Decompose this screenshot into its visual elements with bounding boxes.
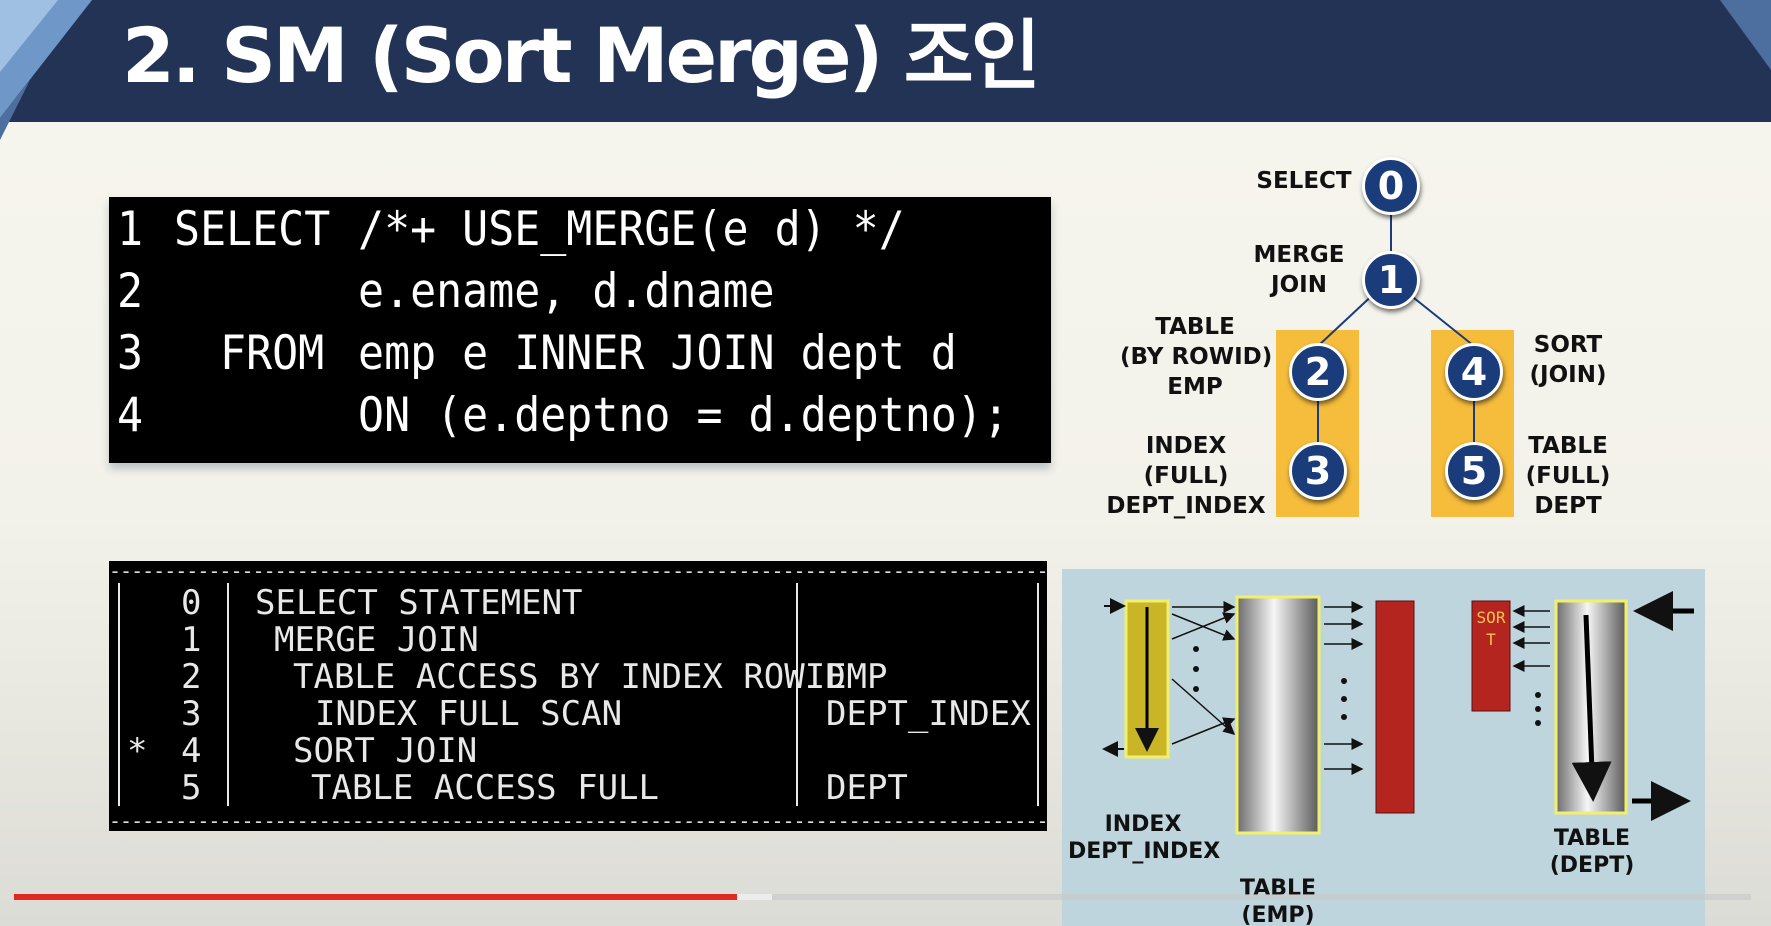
plan-row: * 4 SORT JOIN — [109, 733, 1047, 770]
plan-operation: SORT JOIN — [293, 733, 477, 770]
tree-node-2: 2 — [1289, 343, 1347, 401]
tree-node-0: 0 — [1362, 157, 1420, 215]
tree-label-5: TABLE (FULL) DEPT — [1518, 431, 1618, 521]
tree-node-3: 3 — [1289, 442, 1347, 500]
line-number: 1 — [117, 202, 143, 257]
plan-row: 2 TABLE ACCESS BY INDEX ROWID EMP — [109, 659, 1047, 696]
plan-operation: TABLE ACCESS BY INDEX ROWID — [293, 659, 846, 696]
plan-object-name: DEPT — [826, 770, 908, 807]
sql-keyword: SELECT — [174, 199, 330, 261]
plan-id: 5 — [181, 770, 201, 807]
line-number: 3 — [117, 326, 143, 381]
plan-row: 3 INDEX FULL SCAN DEPT_INDEX — [109, 696, 1047, 733]
table-dept-label: TABLE (DEPT) — [1532, 825, 1652, 879]
divider: ----------------------------------------… — [109, 561, 1047, 581]
tree-node-1: 1 — [1362, 251, 1420, 309]
tree-label-3: INDEX (FULL) DEPT_INDEX — [1102, 431, 1270, 521]
plan-id: 0 — [181, 585, 201, 622]
line-number: 2 — [117, 264, 143, 319]
sql-text: emp e INNER JOIN dept d — [358, 323, 957, 385]
index-dept-index-label: INDEX DEPT_INDEX — [1068, 811, 1218, 865]
execution-plan-block: ----------------------------------------… — [109, 561, 1047, 831]
plan-id: 3 — [181, 696, 201, 733]
video-played — [14, 894, 737, 900]
sql-text: /*+ USE_MERGE(e d) */ — [358, 199, 905, 261]
tree-node-4: 4 — [1445, 343, 1503, 401]
tree-label-4: SORT (JOIN) — [1518, 330, 1618, 390]
plan-id: 4 — [181, 733, 201, 770]
plan-row: 1 MERGE JOIN — [109, 622, 1047, 659]
plan-operation: INDEX FULL SCAN — [315, 696, 622, 733]
table-emp-label: TABLE (EMP) — [1208, 875, 1348, 926]
plan-marker: * — [127, 733, 147, 770]
sql-text: e.ename, d.dname — [358, 261, 775, 323]
tree-node-5: 5 — [1445, 442, 1503, 500]
plan-row: 5 TABLE ACCESS FULL DEPT — [109, 770, 1047, 807]
tree-label-2: TABLE (BY ROWID) EMP — [1120, 312, 1270, 402]
plan-id: 1 — [181, 622, 201, 659]
sql-text: ON (e.deptno = d.deptno); — [358, 385, 1009, 447]
divider: ----------------------------------------… — [109, 811, 1047, 831]
plan-tree-diagram: 0 1 2 3 4 5 SELECT MERGE JOIN TABLE (BY … — [1100, 150, 1740, 530]
plan-operation: MERGE JOIN — [274, 622, 479, 659]
sql-keyword: FROM — [220, 323, 324, 385]
plan-row: 0 SELECT STATEMENT — [109, 585, 1047, 622]
sort-merge-flow-diagram: SORT INDEX DEPT_INDEX TABLE (EMP) TABLE … — [1062, 569, 1705, 926]
slide-title: 2. SM (Sort Merge) 조인 — [122, 6, 1038, 106]
video-buffered — [737, 894, 772, 900]
plan-id: 2 — [181, 659, 201, 696]
tree-label-1: MERGE JOIN — [1249, 240, 1349, 300]
sort-box-label: SORT — [1472, 607, 1510, 651]
plan-operation: TABLE ACCESS FULL — [311, 770, 659, 807]
plan-object-name: DEPT_INDEX — [826, 696, 1031, 733]
tree-label-0: SELECT — [1256, 166, 1352, 196]
video-progress-bar[interactable] — [14, 894, 1751, 900]
plan-object-name: EMP — [826, 659, 887, 696]
plan-operation: SELECT STATEMENT — [255, 585, 583, 622]
line-number: 4 — [117, 388, 143, 443]
